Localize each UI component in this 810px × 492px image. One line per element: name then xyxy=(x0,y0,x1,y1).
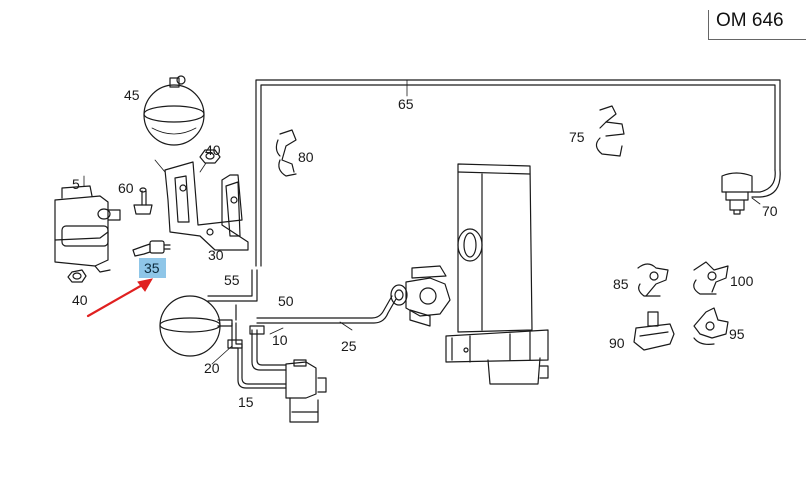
selected-part-highlight xyxy=(139,258,166,278)
pressure-converter-5[interactable] xyxy=(54,175,121,273)
part-label-80[interactable]: 80 xyxy=(298,149,314,165)
part-label-5[interactable]: 5 xyxy=(72,176,80,192)
part-label-70[interactable]: 70 xyxy=(762,203,778,219)
engine-code-label: OM 646 xyxy=(716,10,784,31)
hose-15[interactable] xyxy=(227,304,287,389)
vacuum-line-65[interactable] xyxy=(255,79,781,267)
vacuum-reservoir-45[interactable] xyxy=(143,75,205,146)
connector-70[interactable] xyxy=(721,172,753,215)
clamp-90[interactable] xyxy=(633,311,675,351)
nut-40-top[interactable] xyxy=(199,149,221,173)
nut-40-lower[interactable] xyxy=(67,269,87,283)
bracket-30[interactable] xyxy=(154,159,249,251)
vacuum-pump[interactable] xyxy=(390,265,451,327)
part-label-45[interactable]: 45 xyxy=(124,87,140,103)
part-label-15[interactable]: 15 xyxy=(238,394,254,410)
hose-10[interactable] xyxy=(251,329,287,371)
hose-55[interactable] xyxy=(207,269,258,302)
pointer-arrow xyxy=(86,278,154,318)
clamp-85[interactable] xyxy=(637,263,669,297)
part-label-40-lower[interactable]: 40 xyxy=(72,292,88,308)
part-label-25[interactable]: 25 xyxy=(341,338,357,354)
part-label-95[interactable]: 95 xyxy=(729,326,745,342)
clamp-100[interactable] xyxy=(693,261,729,295)
clamp-95[interactable] xyxy=(693,307,729,345)
check-valve-35[interactable] xyxy=(132,240,171,257)
part-label-55[interactable]: 55 xyxy=(224,272,240,288)
hose-50[interactable] xyxy=(249,295,397,335)
part-label-40-top[interactable]: 40 xyxy=(205,142,221,158)
part-label-10[interactable]: 10 xyxy=(272,332,288,348)
hose-25[interactable] xyxy=(339,321,353,331)
part-label-20[interactable]: 20 xyxy=(204,360,220,376)
clip-80[interactable] xyxy=(275,129,297,177)
part-label-100[interactable]: 100 xyxy=(730,273,754,289)
part-label-50[interactable]: 50 xyxy=(278,293,294,309)
engine-block[interactable] xyxy=(445,163,549,385)
solenoid-valve[interactable] xyxy=(285,359,327,423)
part-label-65[interactable]: 65 xyxy=(398,96,414,112)
part-label-75[interactable]: 75 xyxy=(569,129,585,145)
part-label-60[interactable]: 60 xyxy=(118,180,134,196)
part-label-35[interactable]: 35 xyxy=(144,260,160,276)
part-label-85[interactable]: 85 xyxy=(613,276,629,292)
bolt-60[interactable] xyxy=(133,187,153,215)
part-label-90[interactable]: 90 xyxy=(609,335,625,351)
clip-75[interactable] xyxy=(595,105,625,157)
engine-code-frame xyxy=(708,10,806,40)
vacuum-reservoir-20[interactable] xyxy=(159,295,233,357)
part-label-30[interactable]: 30 xyxy=(208,247,224,263)
